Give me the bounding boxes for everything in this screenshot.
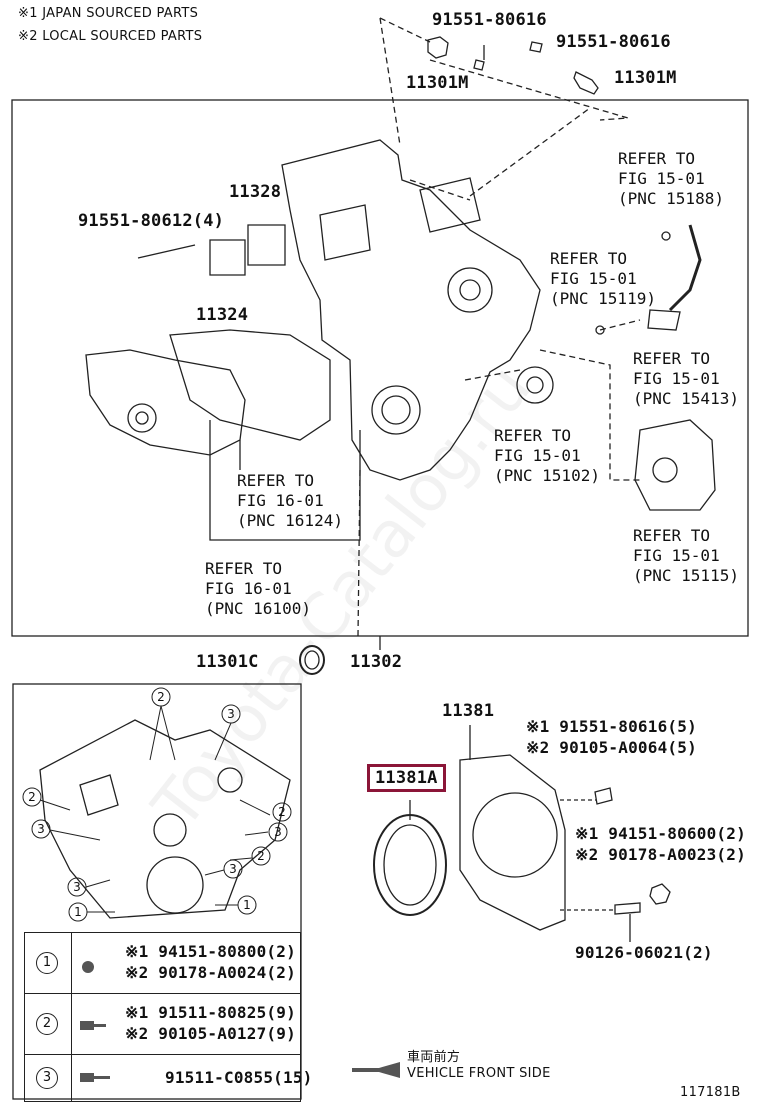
top-sensor-left [427, 36, 485, 71]
legend-3-line-1[interactable]: 91511-C0855(15) [165, 1068, 313, 1087]
water-pump [85, 349, 246, 456]
pn-11328[interactable]: 11328 [229, 182, 282, 202]
refer-16124[interactable]: REFER TO FIG 16-01 (PNC 16124) [237, 471, 343, 530]
note-japan: ※1 JAPAN SOURCED PARTS [18, 6, 199, 21]
legend-nut-icon [82, 961, 94, 973]
legend-bolt-icon-3 [80, 1073, 94, 1082]
pn-91551-80616-5[interactable]: ※1 91551-80616(5) [526, 717, 697, 736]
refer-15188[interactable]: REFER TO FIG 15-01 (PNC 15188) [618, 149, 724, 208]
refer-15413[interactable]: REFER TO FIG 15-01 (PNC 15413) [633, 349, 739, 408]
svg-text:3: 3 [37, 822, 45, 836]
rear-cover [459, 754, 566, 931]
legend-row-1: 1 ※1 94151-80800(2) ※2 90178-A0024(2) [25, 933, 300, 993]
oil-seal [373, 814, 447, 916]
inset-frame [12, 683, 302, 1100]
front-side-label-jp: 車両前方 [407, 1050, 461, 1065]
refer-15115[interactable]: REFER TO FIG 15-01 (PNC 15115) [633, 526, 739, 585]
pn-94151-80600-2[interactable]: ※1 94151-80600(2) [575, 824, 746, 843]
refer-16100[interactable]: REFER TO FIG 16-01 (PNC 16100) [205, 559, 311, 618]
svg-text:3: 3 [274, 825, 282, 839]
svg-text:3: 3 [227, 707, 235, 721]
note-local: ※2 LOCAL SOURCED PARTS [18, 29, 203, 44]
refer-15102[interactable]: REFER TO FIG 15-01 (PNC 15102) [494, 426, 600, 485]
svg-text:2: 2 [28, 790, 36, 804]
pn-11301m-b[interactable]: 11301M [614, 68, 677, 88]
front-side-label-en: VEHICLE FRONT SIDE [407, 1066, 551, 1081]
pn-91551-80616-a[interactable]: 91551-80616 [432, 10, 547, 30]
timing-cover [281, 139, 541, 481]
pn-90126-06021-2[interactable]: 90126-06021(2) [575, 943, 713, 962]
top-sensor-right [529, 41, 599, 95]
oil-pump [634, 419, 716, 511]
diagram-id: 117181B [680, 1085, 741, 1100]
pn-90105-a0064-5[interactable]: ※2 90105-A0064(5) [526, 738, 697, 757]
legend-2-line-1[interactable]: ※1 91511-80825(9) [125, 1003, 296, 1022]
legend-bolt-icon-2 [80, 1021, 94, 1030]
legend-1-line-1[interactable]: ※1 94151-80800(2) [125, 942, 296, 961]
pn-11381a-highlighted[interactable]: 11381A [367, 764, 446, 792]
svg-text:1: 1 [74, 905, 82, 919]
pn-11324[interactable]: 11324 [196, 305, 249, 325]
legend-num-2: 2 [36, 1013, 58, 1035]
inset-cover [39, 719, 291, 919]
oil-rotor-outer [516, 366, 554, 404]
pn-91551-80612[interactable]: 91551-80612(4) [78, 211, 225, 231]
svg-text:2: 2 [257, 849, 265, 863]
legend-row-2: 2 ※1 91511-80825(9) ※2 90105-A0127(9) [25, 993, 300, 1054]
pn-11381[interactable]: 11381 [442, 701, 495, 721]
legend-1-line-2[interactable]: ※2 90178-A0024(2) [125, 963, 296, 982]
svg-text:2: 2 [278, 805, 286, 819]
svg-text:3: 3 [73, 880, 81, 894]
legend-num-3: 3 [36, 1067, 58, 1089]
svg-text:1: 1 [243, 898, 251, 912]
pn-11302[interactable]: 11302 [350, 652, 403, 672]
pn-91551-80616-b[interactable]: 91551-80616 [556, 32, 671, 52]
legend-2-line-2[interactable]: ※2 90105-A0127(9) [125, 1024, 296, 1043]
pn-90178-a0023-2[interactable]: ※2 90178-A0023(2) [575, 845, 746, 864]
refer-15119[interactable]: REFER TO FIG 15-01 (PNC 15119) [550, 249, 656, 308]
pn-11301m-a[interactable]: 11301M [406, 73, 469, 93]
fastener-legend: 1 ※1 94151-80800(2) ※2 90178-A0024(2) 2 … [24, 932, 312, 1102]
svg-text:3: 3 [229, 862, 237, 876]
pn-11301c[interactable]: 11301C [196, 652, 259, 672]
svg-text:2: 2 [157, 690, 165, 704]
legend-num-1: 1 [36, 952, 58, 974]
pump-gasket [169, 329, 331, 441]
legend-row-3: 3 91511-C0855(15) [25, 1054, 312, 1101]
